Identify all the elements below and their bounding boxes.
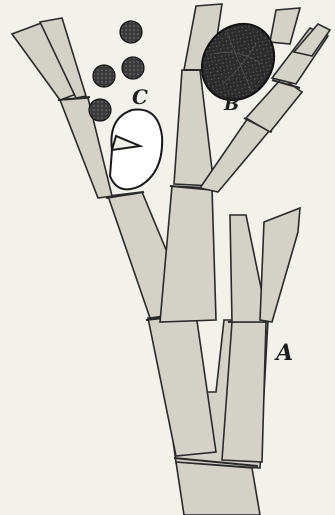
- right-strand-a: [222, 208, 300, 462]
- label-a: A: [274, 340, 293, 366]
- zoospore-3: [122, 57, 144, 79]
- strand-a-side-cell: [260, 208, 300, 322]
- zoospore-1: [120, 21, 142, 43]
- zoospore-2: [93, 65, 115, 87]
- label-c: C: [132, 85, 148, 109]
- trunk-cell-bottom: [176, 462, 260, 515]
- empty-oogonium-wall: [110, 110, 162, 190]
- zoospore-4: [89, 99, 111, 121]
- label-b: B: [223, 94, 239, 115]
- center-branch-cell-1: [148, 314, 216, 456]
- upper-right-top-cell: [270, 8, 300, 44]
- right-middle-cell-low: [160, 186, 216, 322]
- empty-oogonium-c: [110, 110, 162, 190]
